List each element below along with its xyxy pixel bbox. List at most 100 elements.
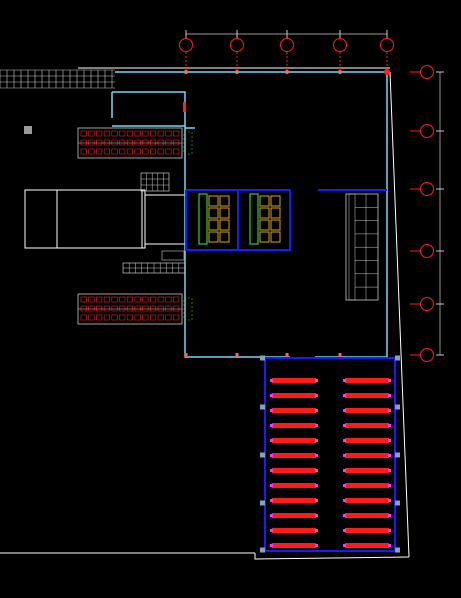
- rack-cell: [165, 148, 172, 155]
- rack-cell: [142, 305, 149, 312]
- rack-cell: [142, 130, 149, 137]
- rack-cell: [126, 130, 133, 137]
- rack-cell: [119, 314, 126, 321]
- equipment-end-left: [343, 514, 346, 517]
- rack-cell: [157, 314, 164, 321]
- grid-axis-bubble: [380, 38, 394, 52]
- equipment-unit: [345, 423, 389, 428]
- rack-cell: [103, 296, 110, 303]
- rack-cell: [96, 148, 103, 155]
- equipment-end-left: [343, 529, 346, 532]
- equipment-end-right: [388, 454, 391, 457]
- grid-axis-bubble: [179, 38, 193, 52]
- equipment-end-right: [388, 394, 391, 397]
- grid-axis-bubble: [420, 348, 434, 362]
- equipment-end-right: [315, 454, 318, 457]
- yellow-racks: [198, 193, 281, 245]
- rack-cell: [173, 296, 180, 303]
- stair-grid-lower: [122, 262, 186, 274]
- equipment-unit: [272, 543, 316, 548]
- rack-cell: [142, 148, 149, 155]
- rack-cell: [96, 139, 103, 146]
- stair-hatch-top-left: [0, 69, 115, 89]
- rack-cell: [96, 314, 103, 321]
- equipment-end-right: [315, 469, 318, 472]
- grid-axis-bubble: [420, 297, 434, 311]
- equipment-unit: [345, 393, 389, 398]
- rack-cell: [157, 296, 164, 303]
- rack-cell: [150, 314, 157, 321]
- rack-yellow-cell: [219, 231, 230, 243]
- equipment-end-right: [315, 394, 318, 397]
- grid-axis-bubble: [420, 124, 434, 138]
- equipment-end-right: [315, 484, 318, 487]
- rack-cell: [173, 148, 180, 155]
- equipment-end-left: [343, 484, 346, 487]
- rack-cell: [111, 314, 118, 321]
- equipment-unit: [272, 378, 316, 383]
- rack-cell: [103, 314, 110, 321]
- dimension-lines: [186, 33, 441, 355]
- zone-column-marker: [260, 547, 265, 553]
- right-grid-axes: [410, 65, 444, 362]
- zone-column-marker: [260, 452, 265, 458]
- rack-cell: [173, 130, 180, 137]
- equipment-unit: [272, 423, 316, 428]
- column-marker: [285, 70, 289, 74]
- equipment-end-right: [388, 424, 391, 427]
- equipment-end-right: [388, 409, 391, 412]
- equipment-unit: [272, 438, 316, 443]
- zone-column-marker: [395, 404, 400, 410]
- rack-cell: [126, 139, 133, 146]
- equipment-unit: [345, 528, 389, 533]
- rack-cell: [103, 139, 110, 146]
- rack-cell: [126, 305, 133, 312]
- rack-cell: [96, 296, 103, 303]
- equipment-end-right: [388, 469, 391, 472]
- column-marker: [384, 69, 390, 75]
- rack-cell: [88, 305, 95, 312]
- rack-cell: [88, 139, 95, 146]
- equipment-unit: [345, 543, 389, 548]
- rack-cell: [134, 130, 141, 137]
- rack-yellow-cell: [208, 231, 219, 243]
- rack-cell: [165, 296, 172, 303]
- central-rack-zone: [185, 189, 387, 251]
- zone-column-marker: [260, 355, 265, 361]
- equipment-end-left: [343, 379, 346, 382]
- grid-axis-bubble: [230, 38, 244, 52]
- rack-yellow-cell: [259, 207, 270, 219]
- equipment-end-left: [270, 469, 273, 472]
- rack-cell: [134, 305, 141, 312]
- equipment-end-left: [270, 544, 273, 547]
- equipment-unit: [345, 498, 389, 503]
- equipment-unit: [272, 468, 316, 473]
- equipment-end-left: [270, 424, 273, 427]
- equipment-end-right: [388, 484, 391, 487]
- equipment-end-left: [270, 484, 273, 487]
- rack-cell: [119, 139, 126, 146]
- rack-yellow-cell: [219, 195, 230, 207]
- small-equipment: [161, 250, 185, 261]
- rack-cell: [111, 139, 118, 146]
- rack-cell: [150, 139, 157, 146]
- rack-cell: [142, 139, 149, 146]
- equipment-unit: [345, 453, 389, 458]
- equipment-end-right: [315, 409, 318, 412]
- equipment-end-left: [270, 514, 273, 517]
- equipment-end-right: [388, 529, 391, 532]
- rack-end: [183, 297, 193, 321]
- rack-yellow-cell: [208, 219, 219, 231]
- rack-cell: [126, 314, 133, 321]
- grid-axis-bubble: [280, 38, 294, 52]
- rack-cell: [150, 148, 157, 155]
- rack-cell: [173, 139, 180, 146]
- zone-column-marker: [260, 404, 265, 410]
- rack-yellow-cell: [270, 195, 281, 207]
- column-marker: [338, 70, 342, 74]
- equipment-end-left: [270, 394, 273, 397]
- rack-green-frame: [249, 193, 259, 245]
- equipment-end-right: [315, 424, 318, 427]
- rack-cell: [173, 305, 180, 312]
